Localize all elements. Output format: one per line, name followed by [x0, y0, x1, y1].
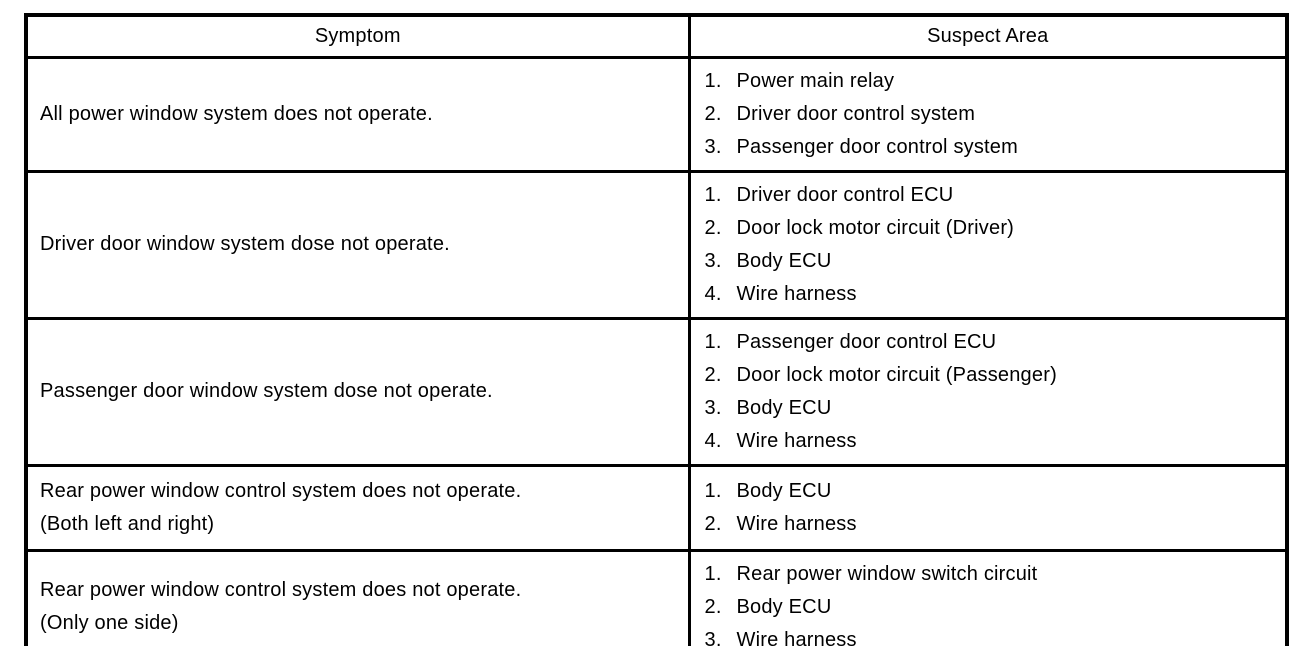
suspect-area-item-number: 2. [704, 216, 722, 239]
table-body: All power window system does not operate… [24, 55, 1289, 646]
suspect-area-item-label: Driver door control system [736, 102, 976, 125]
suspect-area-item-number: 2. [704, 595, 722, 618]
table-row: Driver door window system dose not opera… [24, 169, 1289, 320]
symptom-line: Rear power window control system does no… [40, 579, 522, 601]
suspect-area-cell: 1. Rear power window switch circuit 2. Body… [687, 548, 1289, 646]
suspect-area-item-label: Power main relay [736, 69, 895, 92]
suspect-area-item-label: Driver door control ECU [736, 183, 954, 206]
symptom-cell: Rear power window control system does no… [24, 463, 691, 552]
suspect-area-item-label: Wire harness [736, 282, 857, 305]
suspect-area-item-label: Body ECU [736, 249, 832, 272]
symptom-cell: Driver door window system dose not opera… [24, 169, 691, 320]
suspect-area-item-number: 2. [704, 363, 722, 386]
suspect-area-cell: 1. Driver door control ECU 2. Door lock mot… [687, 169, 1289, 320]
suspect-area-cell: 1. Body ECU 2. Wire harness [687, 463, 1289, 552]
suspect-area-item-label: Wire harness [736, 512, 857, 535]
symptom-line: (Both left and right) [40, 512, 215, 535]
suspect-area-item: 4. Wire harness [705, 425, 1276, 458]
table-row: Rear power window control system does no… [24, 463, 1289, 552]
suspect-area-item: 3. Wire harness [705, 624, 1276, 646]
suspect-area-item-number: 3. [704, 135, 722, 158]
table-row: Rear power window control system does no… [24, 548, 1289, 646]
suspect-area-cell: 1. Power main relay 2. Driver door control … [687, 55, 1289, 173]
symptom-suspect-table: Symptom Suspect Area All power window sy… [24, 13, 1289, 646]
suspect-area-item-label: Door lock motor circuit (Driver) [736, 216, 1015, 239]
suspect-area-item-number: 1. [704, 69, 722, 92]
symptom-line: All power window system does not operate… [40, 102, 433, 125]
suspect-area-item-number: 1. [704, 330, 722, 353]
suspect-area-item-number: 1. [704, 562, 722, 585]
symptom-cell: All power window system does not operate… [24, 55, 691, 173]
suspect-area-item-number: 3. [704, 396, 722, 419]
suspect-area-item-number: 2. [704, 512, 722, 535]
suspect-area-item-number: 1. [704, 183, 722, 206]
suspect-area-item: 1. Power main relay [705, 65, 1276, 98]
suspect-area-item: 1. Passenger door control ECU [705, 326, 1276, 359]
symptom-column-header: Symptom [24, 13, 691, 59]
suspect-area-item-label: Passenger door control system [736, 135, 1018, 158]
suspect-area-item: 1. Driver door control ECU [705, 179, 1276, 212]
suspect-area-item: 3. Body ECU [705, 392, 1276, 425]
suspect-area-item-number: 1. [704, 479, 722, 502]
suspect-area-item-label: Body ECU [736, 396, 832, 419]
suspect-area-item-number: 2. [704, 102, 722, 125]
suspect-area-item-label: Passenger door control ECU [736, 330, 997, 353]
suspect-area-column-header: Suspect Area [687, 13, 1289, 59]
suspect-area-item-label: Rear power window switch circuit [736, 562, 1038, 585]
suspect-area-item: 3. Body ECU [705, 245, 1276, 278]
suspect-area-item-number: 3. [704, 249, 722, 272]
table-row: All power window system does not operate… [24, 55, 1289, 173]
suspect-area-item: 2. Door lock motor circuit (Passenger) [705, 359, 1276, 392]
suspect-area-item: 2. Wire harness [705, 508, 1276, 541]
symptom-line: Driver door window system dose not opera… [40, 233, 450, 255]
table-row: Passenger door window system dose not op… [24, 316, 1289, 467]
suspect-area-item-label: Body ECU [736, 479, 832, 502]
suspect-area-item: 2. Body ECU [705, 591, 1276, 624]
suspect-area-item-number: 4. [704, 282, 722, 305]
suspect-area-item: 1. Rear power window switch circuit [705, 558, 1276, 591]
suspect-area-item: 1. Body ECU [705, 475, 1276, 508]
suspect-area-item-number: 3. [704, 628, 722, 646]
suspect-area-cell: 1. Passenger door control ECU 2. Door lock … [687, 316, 1289, 467]
suspect-area-item-label: Door lock motor circuit (Passenger) [736, 363, 1057, 386]
suspect-area-item-label: Body ECU [736, 595, 832, 618]
suspect-area-item: 3. Passenger door control system [705, 131, 1276, 164]
suspect-area-item: 2. Driver door control system [705, 98, 1276, 131]
suspect-area-item: 4. Wire harness [705, 278, 1276, 311]
symptom-line: Passenger door window system dose not op… [40, 380, 493, 402]
table-header-row: Symptom Suspect Area [24, 13, 1289, 59]
suspect-area-item-number: 4. [704, 429, 722, 452]
suspect-area-item: 2. Door lock motor circuit (Driver) [705, 212, 1276, 245]
symptom-line: Rear power window control system does no… [40, 479, 522, 502]
suspect-area-item-label: Wire harness [736, 429, 857, 452]
symptom-line: (Only one side) [40, 612, 179, 634]
symptom-cell: Passenger door window system dose not op… [24, 316, 691, 467]
symptom-cell: Rear power window control system does no… [24, 548, 691, 646]
suspect-area-item-label: Wire harness [736, 628, 857, 646]
